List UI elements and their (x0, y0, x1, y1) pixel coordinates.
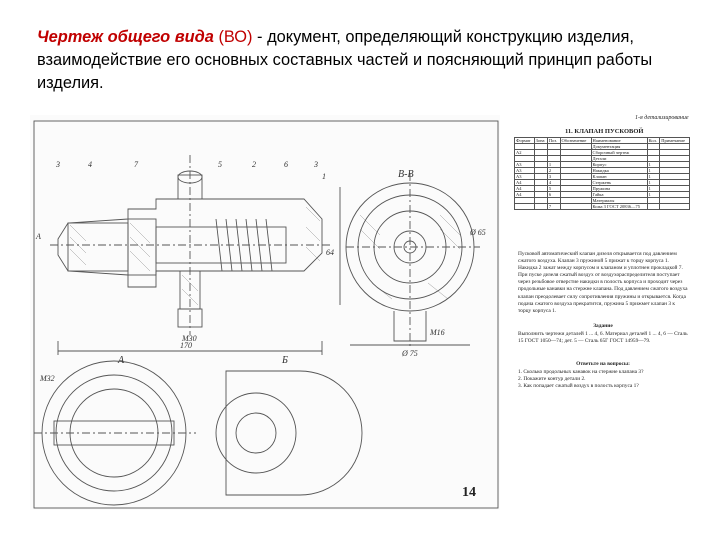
section-bb-label: В-В (398, 169, 414, 180)
question-item: 3. Как попадает сжатый воздух в полость … (518, 383, 639, 390)
questions-list: 1. Сколько продольных канавок на стержне… (518, 369, 688, 390)
callout-label: 3 (313, 160, 318, 169)
callout-label: 5 (218, 160, 222, 169)
spec-cell (533, 203, 548, 210)
dim-width: Ø 75 (401, 349, 418, 358)
spec-cell (659, 203, 690, 210)
assembly-drawing: 3 4 7 5 2 6 3 1 А В-В А Б 170 64 Ø 75 Ø … (30, 115, 500, 510)
description-text: Пусковой автоматический клапан дизеля от… (518, 251, 688, 314)
dim-height: Ø 65 (469, 228, 486, 237)
callout-label: 2 (252, 160, 256, 169)
spec-row: Документация (514, 143, 690, 150)
dim-total: 170 (180, 341, 192, 350)
callout-label: 1 (322, 172, 326, 181)
definition-term: Чертеж общего вида (37, 28, 214, 46)
spec-cell (646, 203, 661, 210)
spec-cell: Обозначение (559, 137, 592, 144)
callout-label: 3 (55, 160, 60, 169)
question-item: 2. Покажите контур детали 2. (518, 376, 586, 383)
dim-hex: М32 (39, 374, 55, 383)
assignment-page: 1-я детализирование 11. КЛАПАН ПУСКОВОЙ … (510, 115, 690, 415)
spec-cell: Кожа 3 ГОСТ 20836—75 (590, 203, 648, 210)
view-a-arrow-label: А (35, 232, 41, 241)
dim-thread-2: М16 (429, 328, 445, 337)
spec-row: 7 Кожа 3 ГОСТ 20836—75 (514, 203, 690, 210)
drawing-frame (33, 120, 499, 509)
view-a-label: А (117, 355, 125, 366)
questions-title: Ответьте на вопросы: (576, 361, 630, 367)
callout-label: 7 (134, 160, 139, 169)
spec-cell (559, 203, 592, 210)
definition-body: - документ, определяющий конструкцию изд… (37, 28, 653, 92)
spec-cell: 7 (546, 203, 561, 210)
dim-thread: М30 (181, 334, 197, 343)
task-text: Выполнить чертежи деталей 1 ... 4, 6. Ма… (518, 331, 688, 345)
page-header: 1-я детализирование (635, 115, 689, 121)
view-b-label: Б (281, 355, 288, 366)
question-item: 1. Сколько продольных канавок на стержне… (518, 369, 644, 375)
page-number: 14 (462, 485, 476, 500)
view-b (225, 370, 363, 496)
definition-abbr: (ВО) (218, 28, 253, 46)
definition-text: Чертеж общего вида (ВО) - документ, опре… (37, 26, 687, 95)
spec-cell (514, 203, 535, 210)
callout-label: 4 (88, 160, 92, 169)
task-title: Задание (593, 323, 613, 329)
page-title: 11. КЛАПАН ПУСКОВОЙ (565, 128, 644, 135)
callout-label: 6 (284, 160, 288, 169)
dim-body: 64 (326, 248, 334, 257)
